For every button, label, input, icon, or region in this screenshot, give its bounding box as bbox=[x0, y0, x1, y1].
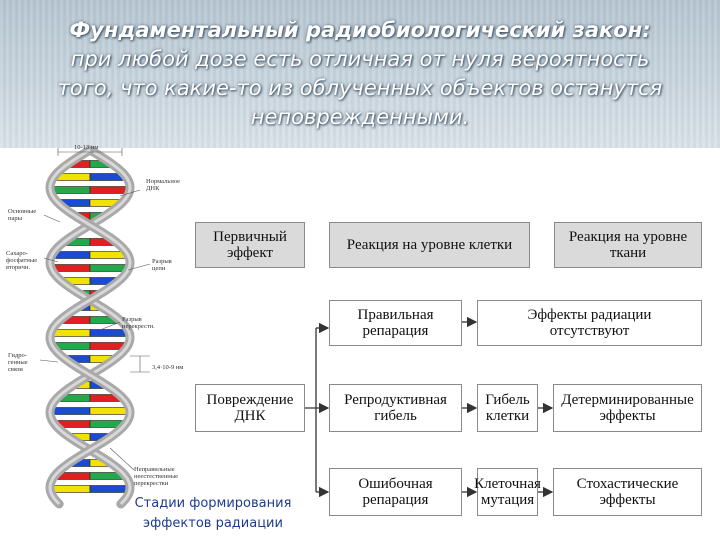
dna-base-pairs-label: Основные пары bbox=[8, 208, 37, 222]
title-law: Фундаментальный радиобиологический закон… bbox=[69, 18, 651, 42]
dna-wrong-crosslinks-label: Неправильные неестественные перекрестки bbox=[134, 466, 179, 487]
header-primary-effect: Первичный эффект bbox=[195, 222, 305, 268]
title-line-4: неповрежденными. bbox=[250, 105, 470, 129]
dna-strand-b-highlight bbox=[48, 148, 132, 506]
page-title: Фундаментальный радиобиологический закон… bbox=[0, 16, 720, 132]
figure-caption: Стадии формирования эффектов радиации bbox=[134, 496, 292, 531]
dna-leader-line bbox=[43, 214, 61, 223]
dna-leader-line bbox=[99, 321, 121, 331]
box-reproductive-death: Репродуктивная гибель bbox=[329, 384, 462, 432]
dna-sugar-phosphate-label: Сахаро- фосфатные вторичн. bbox=[6, 250, 38, 271]
dna-leader-line bbox=[43, 257, 59, 263]
dna-leader-line bbox=[39, 359, 59, 363]
header-tissue-reaction: Реакция на уровне ткани bbox=[554, 222, 702, 268]
dna-scale-top-label: 10-13 нм bbox=[74, 144, 99, 151]
box-stochastic-effects: Стохастические эффекты bbox=[553, 468, 702, 516]
box-cell-mutation: Клеточная мутация bbox=[474, 468, 541, 516]
title-line-2: при любой дозе есть отличная от нуля вер… bbox=[70, 47, 650, 71]
dna-strand-break-label: Разрыв цепи bbox=[152, 258, 172, 272]
header-cell-reaction: Реакция на уровне клетки bbox=[329, 222, 530, 268]
dna-strand-a-highlight bbox=[48, 148, 132, 506]
dna-scale-mid-label: 3,4·10-9 нм bbox=[152, 364, 184, 371]
box-dna-damage: Повреждение ДНК bbox=[195, 384, 305, 432]
dna-normal-label: Нормальное ДНК bbox=[146, 178, 181, 192]
title-banner bbox=[0, 0, 720, 148]
dna-broken-crosslinks-label: Разрыв перекрестн. bbox=[122, 316, 155, 330]
dna-hydrogen-bonds-label: Гидро- генные связи bbox=[8, 352, 28, 373]
box-deterministic-effects: Детерминированные эффекты bbox=[553, 384, 702, 432]
dna-leader-line bbox=[119, 189, 141, 197]
box-no-effects: Эффекты радиации отсутствуют bbox=[477, 300, 702, 346]
dna-leader-line bbox=[127, 263, 151, 271]
box-cell-death: Гибель клетки bbox=[477, 384, 538, 432]
title-line-3: того, что какие-то из облученных объекто… bbox=[57, 76, 663, 100]
dna-leader-line bbox=[109, 447, 135, 471]
box-correct-repair: Правильная репарация bbox=[329, 300, 462, 346]
box-erroneous-repair: Ошибочная репарация bbox=[329, 468, 462, 516]
